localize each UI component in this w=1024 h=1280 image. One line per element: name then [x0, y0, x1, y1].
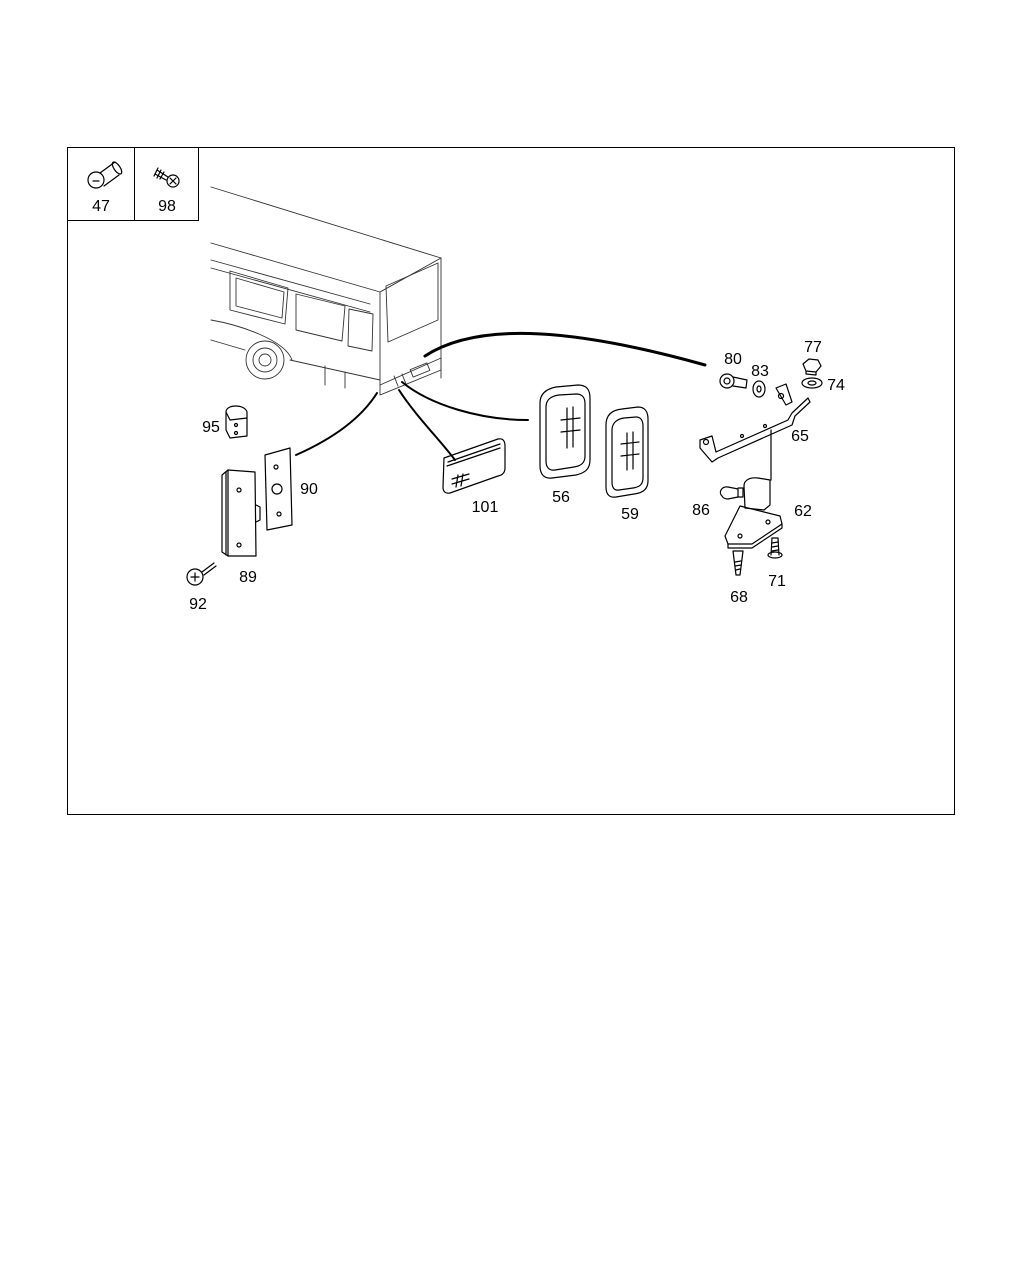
part-77-nut [802, 358, 822, 376]
part-86-bulb [719, 486, 744, 500]
part-80-bolt [719, 373, 748, 389]
callout-90: 90 [300, 481, 318, 498]
callout-80: 80 [724, 351, 742, 368]
callout-101: 101 [472, 499, 499, 516]
callout-59: 59 [621, 506, 639, 523]
callout-83: 83 [751, 363, 769, 380]
callout-95: 95 [202, 419, 220, 436]
part-95-clip [225, 405, 248, 439]
diagram-frame [67, 147, 955, 815]
callout-74: 74 [827, 377, 845, 394]
callout-71: 71 [768, 573, 786, 590]
pin-icon [87, 161, 123, 189]
part-59-lens [605, 406, 649, 498]
part-65-bracket [699, 383, 811, 463]
callout-92: 92 [189, 596, 207, 613]
part-90-plate [264, 447, 293, 531]
callout-77: 77 [804, 339, 822, 356]
legend-label-47: 47 [92, 198, 110, 215]
bus-outline [210, 186, 442, 396]
callout-65: 65 [791, 428, 809, 445]
part-92-screw [186, 562, 217, 586]
legend-divider [134, 147, 135, 221]
callout-89: 89 [239, 569, 257, 586]
callout-68: 68 [730, 589, 748, 606]
part-74-washer [801, 377, 823, 389]
part-101-marker [442, 438, 506, 494]
part-83-washer [752, 380, 766, 398]
screw-icon [153, 167, 180, 188]
leader-lines [295, 331, 772, 481]
part-62-holder [724, 477, 783, 549]
part-89-housing [221, 469, 261, 557]
part-71-screw [767, 537, 783, 559]
callout-86: 86 [692, 502, 710, 519]
legend-box [67, 147, 199, 221]
callout-56: 56 [552, 489, 570, 506]
callout-62: 62 [794, 503, 812, 520]
part-68-screw [732, 550, 744, 576]
legend-label-98: 98 [158, 198, 176, 215]
part-56-lamp [539, 384, 591, 479]
